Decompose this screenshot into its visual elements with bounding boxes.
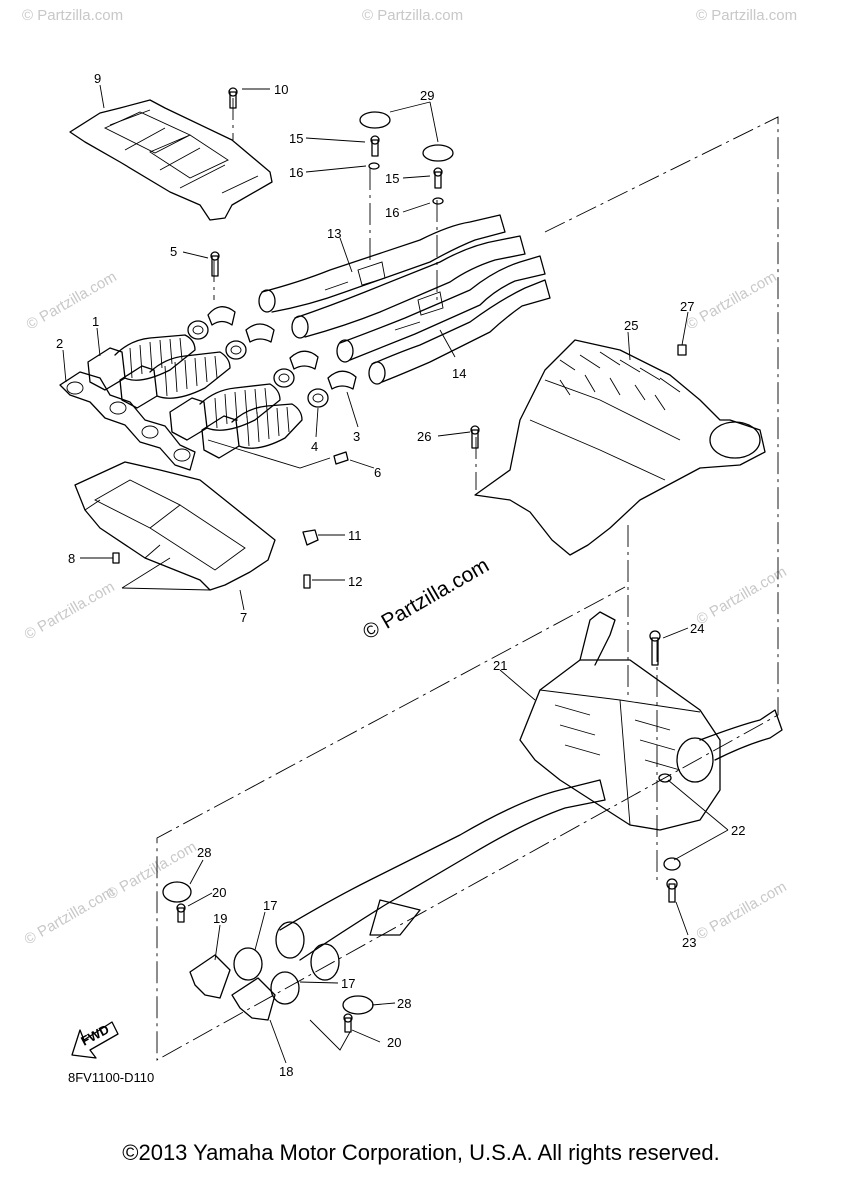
callout-17: 17 [341,976,355,991]
callout-15: 15 [385,171,399,186]
callouts: 9 10 29 15 16 15 16 5 13 1 2 3 4 6 14 26… [56,71,745,1079]
center-watermark: © Partzilla.com [359,554,493,645]
callout-27: 27 [680,299,694,314]
callout-6: 6 [374,465,381,480]
callout-20: 20 [387,1035,401,1050]
fwd-label: FWD [78,1022,111,1049]
callout-9: 9 [94,71,101,86]
watermark-text: © Partzilla.com [104,838,200,903]
watermark-text: © Partzilla.com [22,7,123,24]
rear-clamps [189,947,300,1021]
fwd-arrow-icon: FWD [71,1021,119,1059]
callout-16: 16 [289,165,303,180]
callout-23: 23 [682,935,696,950]
fasteners [112,87,687,1033]
callout-24: 24 [690,621,704,636]
callout-4: 4 [311,439,318,454]
diagram-code: 8FV1100-D110 [68,1070,154,1085]
callout-29: 29 [420,88,434,103]
assembly-outlines [156,98,779,1061]
lower-heat-protector [74,461,276,591]
watermark-text: © Partzilla.com [694,878,790,943]
main-muffler [275,611,783,981]
callout-28: 28 [397,996,411,1011]
watermark-text: © Partzilla.com [684,268,780,333]
gaskets-and-clamps [187,306,357,408]
callout-19: 19 [213,911,227,926]
muffler-heat-protector [474,339,766,556]
watermark-text: © Partzilla.com [24,268,120,333]
callout-11: 11 [348,528,362,543]
watermark-text: © Partzilla.com [22,578,118,643]
callout-10: 10 [274,82,288,97]
callout-14: 14 [452,366,466,381]
callout-2: 2 [56,336,63,351]
callout-8: 8 [68,551,75,566]
upper-heat-protector [69,99,273,221]
exhaust-pipes [258,214,551,385]
callout-3: 3 [353,429,360,444]
watermark-text: © Partzilla.com [362,7,463,24]
callout-12: 12 [348,574,362,589]
callout-16: 16 [385,205,399,220]
exhaust-manifolds [59,334,303,471]
callout-22: 22 [731,823,745,838]
callout-1: 1 [92,314,99,329]
callout-20: 20 [212,885,226,900]
callout-13: 13 [327,226,341,241]
watermark-text: © Partzilla.com [694,563,790,628]
watermark-text: © Partzilla.com [22,883,118,948]
watermark-text: © Partzilla.com [696,7,797,24]
callout-21: 21 [493,658,507,673]
callout-18: 18 [279,1064,293,1079]
muffler-assembly-outline [156,116,779,1061]
leader-lines [62,84,729,1064]
callout-5: 5 [170,244,177,259]
callout-7: 7 [240,610,247,625]
callout-26: 26 [417,429,431,444]
callout-28: 28 [197,845,211,860]
callout-15: 15 [289,131,303,146]
copyright-notice: ©2013 Yamaha Motor Corporation, U.S.A. A… [122,1140,719,1165]
callout-25: 25 [624,318,638,333]
callout-17: 17 [263,898,277,913]
